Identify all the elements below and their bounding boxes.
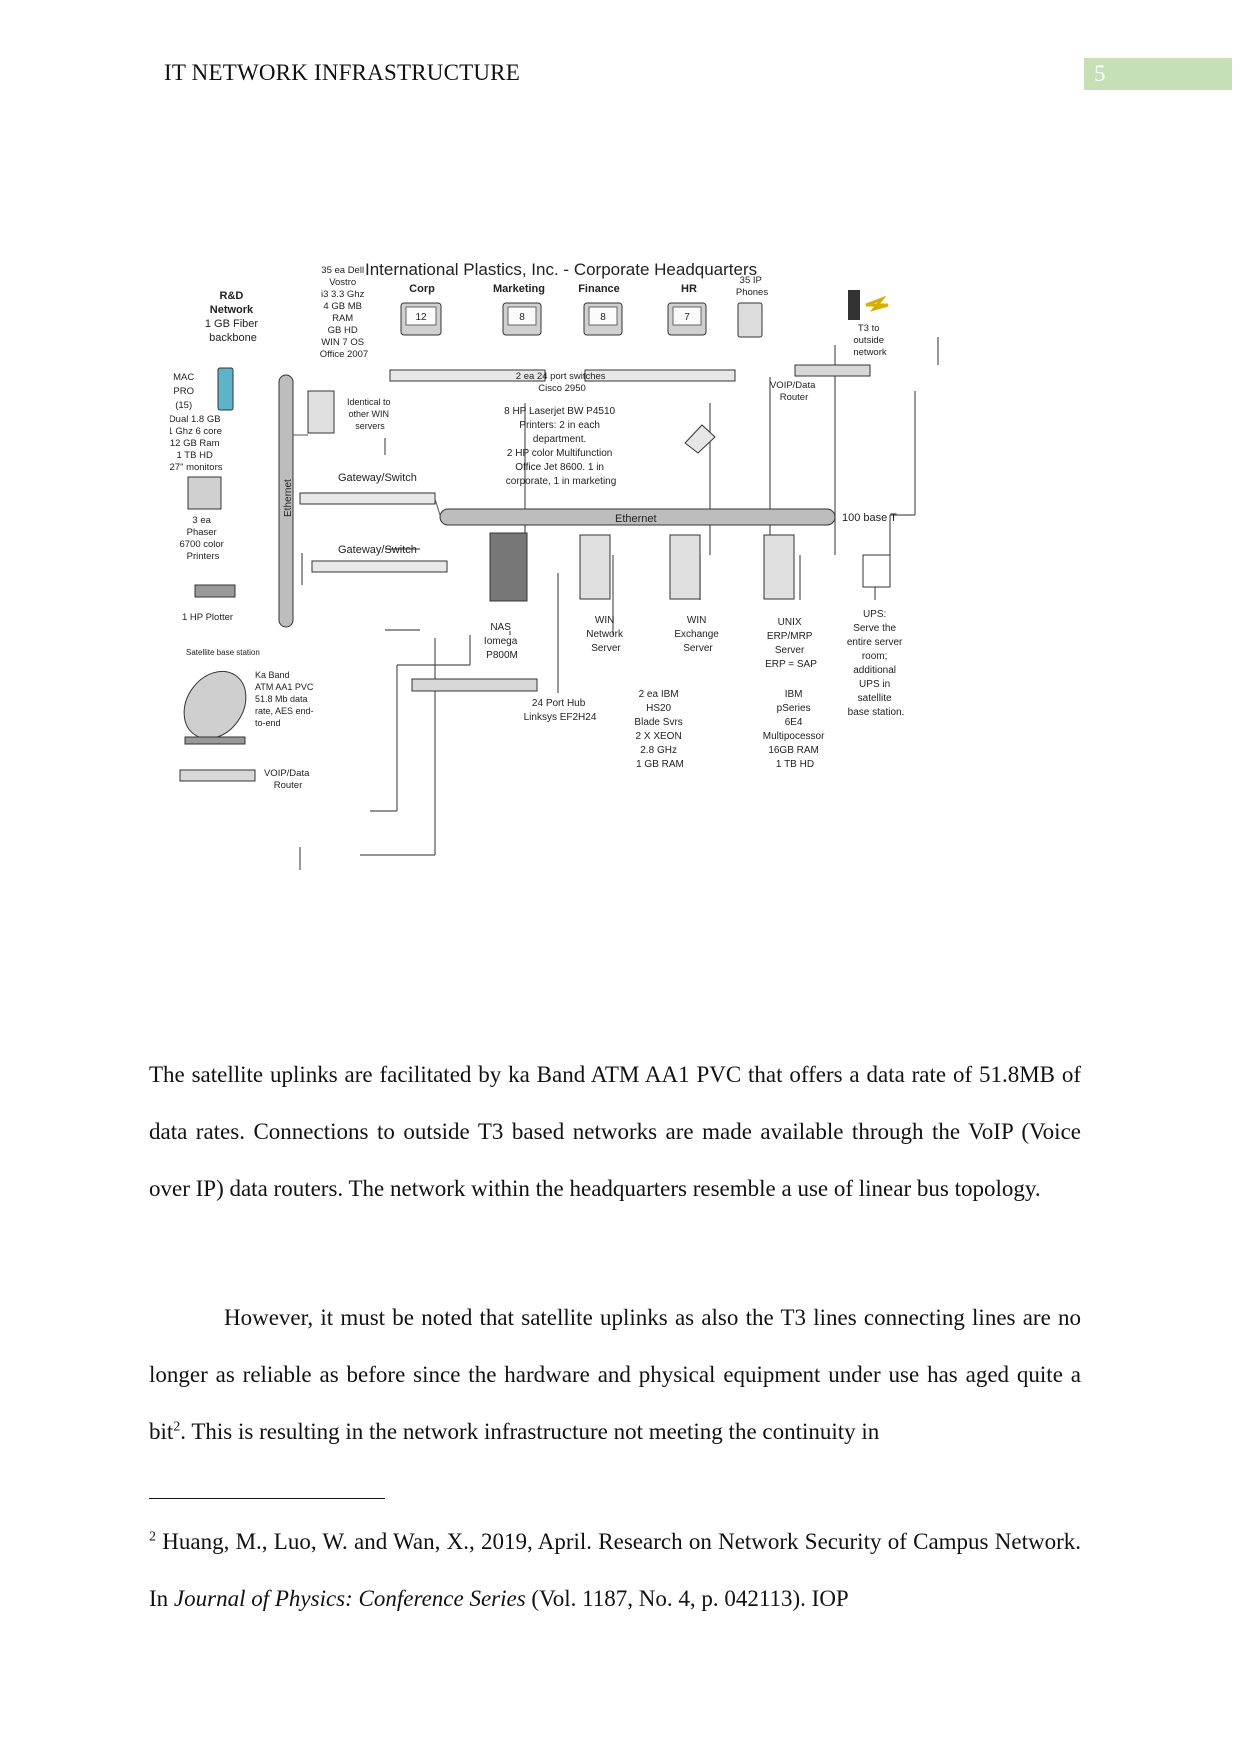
- network-diagram: International Plastics, Inc. - Corporate…: [170, 255, 1050, 900]
- switches-note: 2 ea 24 port switches Cisco 2950: [516, 371, 608, 394]
- footnote-rule: [149, 1498, 385, 1499]
- mac-pro-label: MAC PRO (15) Dual 1.8 GB 1 Ghz 6 core 12…: [170, 372, 225, 473]
- mac-pro-icon: [217, 367, 234, 411]
- dept-switch-2: [584, 369, 736, 382]
- nas-label: NAS Iomega P800M: [484, 622, 520, 661]
- page-number-box: 5: [1084, 58, 1232, 90]
- ethernet-vertical: [278, 374, 294, 628]
- ups-label: UPS: Serve the entire server room; addit…: [847, 609, 905, 718]
- win-network-server-label: WIN Network Server: [586, 615, 625, 654]
- svg-text:8: 8: [519, 312, 525, 323]
- svg-text:7: 7: [684, 312, 690, 323]
- footnote-text-cont: (Vol. 1187, No. 4, p. 042113). IOP: [525, 1586, 849, 1611]
- diagram-title: International Plastics, Inc. - Corporate…: [365, 260, 757, 279]
- svg-text:Corp: Corp: [409, 283, 435, 295]
- gateway-2-label: Gateway/Switch: [338, 544, 417, 556]
- base-t-label: 100 base T: [842, 512, 897, 524]
- dept-switch-1: [389, 369, 546, 382]
- plotter-icon: [194, 584, 236, 598]
- ups-icon: [862, 554, 891, 588]
- svg-text:12: 12: [415, 312, 427, 323]
- ethernet-vertical-label: Ethernet: [283, 479, 294, 517]
- voip-router-bottom: [179, 769, 256, 782]
- identical-servers-label: Identical to other WIN servers: [347, 397, 393, 431]
- paragraph-2-text: However, it must be noted that satellite…: [149, 1305, 1081, 1444]
- network-links: [299, 337, 939, 870]
- nas-icon: [489, 532, 528, 602]
- footnote-marker: 2: [149, 1529, 156, 1545]
- printers-note: 8 HP Laserjet BW P4510 Printers: 2 in ea…: [504, 406, 618, 487]
- plotter-label: 1 HP Plotter: [182, 612, 233, 623]
- gateway-1-label: Gateway/Switch: [338, 472, 417, 484]
- t3-link: T3 to outside network: [848, 290, 889, 358]
- win-exchange-server-label: WIN Exchange Server: [674, 615, 721, 654]
- hub-label: 24 Port Hub Linksys EF2H24: [524, 698, 597, 723]
- ethernet-bus-label: Ethernet: [615, 513, 657, 525]
- dell-workstations-label: 35 ea Dell Vostro i3 3.3 Ghz 4 GB MB RAM…: [320, 265, 368, 360]
- dept-marketing: Marketing 8: [493, 283, 545, 336]
- unix-server-icon: [763, 534, 795, 600]
- svg-text:Marketing: Marketing: [493, 283, 545, 295]
- phaser-label: 3 ea Phaser 6700 color Printers: [179, 515, 226, 562]
- gateway-switch-2: [311, 560, 448, 573]
- ibm-blade-label: 2 ea IBM HS20 Blade Svrs 2 X XEON 2.8 GH…: [634, 689, 685, 770]
- dept-finance: Finance 8: [578, 283, 623, 336]
- rd-label: R&D Network 1 GB Fiber backbone: [205, 290, 261, 344]
- ka-band-label: Ka Band ATM AA1 PVC 51.8 Mb data rate, A…: [255, 670, 316, 728]
- dept-hr: HR 7: [667, 283, 707, 336]
- satellite-dish-icon: [183, 670, 247, 745]
- paragraph-1: The satellite uplinks are facilitated by…: [149, 1062, 1081, 1201]
- paragraph-2-text-cont: . This is resulting in the network infra…: [180, 1419, 880, 1444]
- identical-server-icon: [307, 390, 335, 434]
- win-exchange-server-icon: [669, 534, 701, 600]
- voip-router-top: [794, 364, 871, 377]
- hub-icon: [411, 678, 538, 692]
- svg-text:8: 8: [600, 312, 606, 323]
- running-head: IT NETWORK INFRASTRUCTURE: [164, 60, 520, 85]
- page-number: 5: [1094, 61, 1106, 86]
- footnote: 2 Huang, M., Luo, W. and Wan, X., 2019, …: [149, 1493, 1081, 1627]
- network-printer-icon: [684, 424, 716, 454]
- sat-station-label: Satellite base station: [186, 648, 260, 657]
- footnote-journal: Journal of Physics: Conference Series: [173, 1586, 526, 1611]
- ip-phones: 35 IP Phones: [736, 275, 768, 338]
- ibm-pseries-label: IBM pSeries 6E4 Multipocessor 16GB RAM 1…: [763, 689, 827, 770]
- unix-server-label: UNIX ERP/MRP Server ERP = SAP: [765, 617, 817, 670]
- ethernet-bus: [439, 508, 836, 526]
- footnote-text: Huang, M., Luo, W. and Wan, X., 2019, Ap…: [149, 1529, 1081, 1611]
- win-network-server-icon: [579, 534, 611, 600]
- svg-text:HR: HR: [681, 283, 697, 295]
- svg-text:35 IP Phones: 35 IP Phones: [736, 275, 768, 298]
- paragraph-2: However, it must be noted that satellite…: [149, 1289, 1081, 1460]
- phaser-printer-icon: [187, 476, 222, 510]
- svg-text:Finance: Finance: [578, 283, 620, 295]
- gateway-switch-1: [299, 492, 436, 505]
- voip-router-top-label: VOIP/Data Router: [770, 380, 818, 403]
- svg-text:T3 to outside netw: T3 to outside network: [853, 323, 887, 358]
- voip-router-bottom-label: VOIP/Data Router: [264, 768, 312, 791]
- dept-corp: Corp 12: [400, 283, 442, 336]
- footnote-ref[interactable]: 2: [173, 1419, 181, 1435]
